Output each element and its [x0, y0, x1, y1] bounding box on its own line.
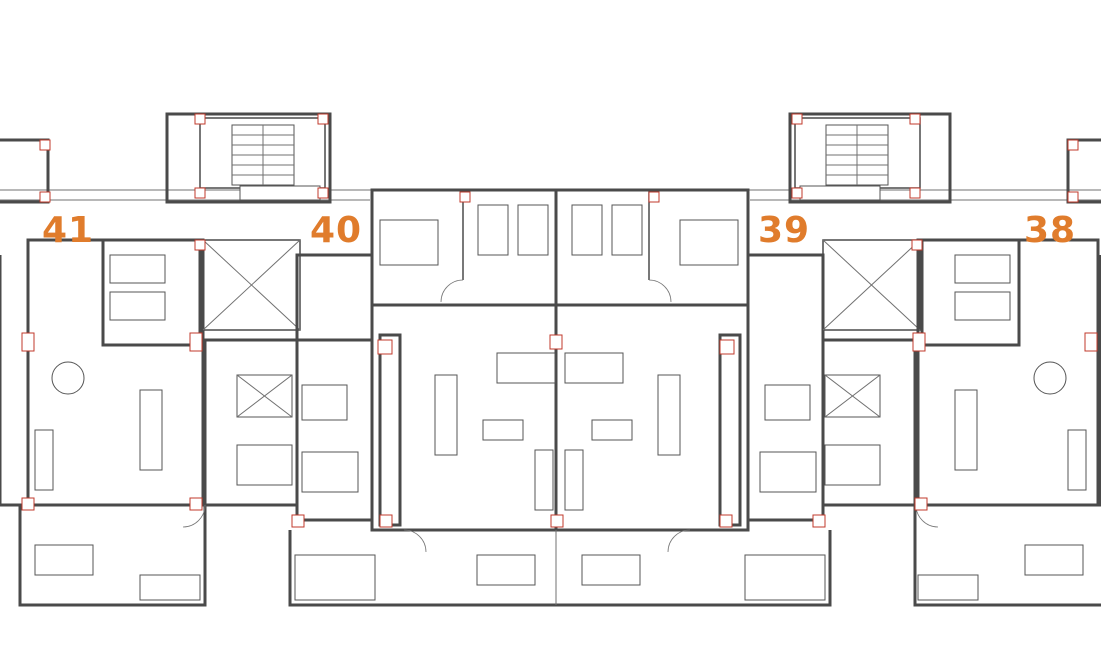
furniture — [34, 204, 1087, 601]
unit-label-41: 41 — [42, 210, 95, 251]
stair-cores — [0, 112, 1101, 204]
unit-label-40: 40 — [310, 210, 363, 251]
unit-label-39: 39 — [758, 210, 811, 251]
unit-label-38: 38 — [1024, 210, 1077, 251]
exterior-walls — [0, 188, 1101, 607]
structural-columns — [21, 113, 1098, 528]
